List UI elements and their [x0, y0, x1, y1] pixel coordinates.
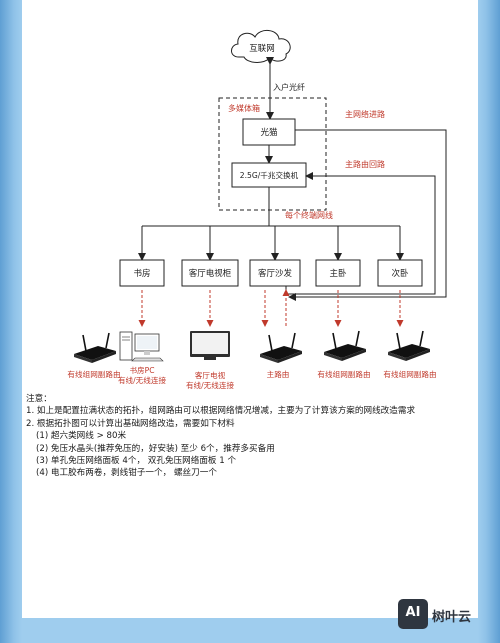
- tv-icon: [190, 331, 230, 360]
- pc-icon: [119, 331, 164, 362]
- material-item: (3) 单孔免压网络面板 4个， 双孔免压网络面板 1 个: [36, 456, 237, 467]
- device-label-router-left: 有线组网副路由: [67, 369, 120, 379]
- room-lines-label: 每个终端网线: [285, 210, 333, 220]
- network-topology-diagram: 互联网 入户光纤 多媒体箱 光猫 2.5G/千兆交换机 主网络进路 主路由回路 …: [67, 30, 447, 390]
- notes-item-1: 1. 如上是配置拉满状态的拓扑，组网路由可以根据网络情况增减，主要为了计算该方案…: [26, 406, 416, 417]
- switch-label: 2.5G/千兆交换机: [240, 170, 299, 180]
- device-label-router-second: 有线组网副路由: [383, 369, 436, 379]
- router-icon: [388, 330, 430, 361]
- room-box-tv: [181, 259, 239, 287]
- material-item: (4) 电工胶布两卷，剥线钳子一个， 螺丝刀一个: [36, 468, 217, 479]
- room-label-master: 主卧: [329, 268, 347, 279]
- device-label-main-router: 主路由: [267, 369, 290, 379]
- main-route-out-label: 主网络进路: [345, 109, 385, 119]
- room-box-study: [119, 259, 165, 287]
- fiber-in-label: 入户光纤: [273, 82, 305, 92]
- internet-label: 互联网: [249, 44, 275, 54]
- device-label-pc-1: 书房PC: [129, 365, 154, 375]
- watermark-text: 树叶云: [432, 610, 472, 625]
- device-label-pc-2: 有线/无线连接: [118, 375, 167, 385]
- modem-label: 光猫: [260, 127, 278, 138]
- notes-item-2: 2. 根据拓扑图可以计算出基础网络改造，需要如下材料: [26, 418, 235, 429]
- device-label-router-master: 有线组网副路由: [317, 369, 370, 379]
- router-icon: [260, 332, 302, 363]
- notes-title: 注意：: [26, 394, 52, 404]
- notes-section: 注意： 1. 如上是配置拉满状态的拓扑，组网路由可以根据网络情况增减，主要为了计…: [26, 393, 476, 480]
- room-label-second: 次卧: [391, 268, 409, 279]
- main-route-out-line: [288, 129, 447, 301]
- router-icon: [324, 330, 366, 361]
- device-label-tv-2: 有线/无线连接: [186, 380, 235, 390]
- room-box-master: [315, 259, 361, 287]
- room-label-tv: 客厅电视柜: [189, 268, 232, 279]
- material-item: (1) 超六类网线 > 80米: [36, 431, 127, 442]
- media-box-label: 多媒体箱: [228, 103, 260, 113]
- device-label-tv-1: 客厅电视: [195, 370, 226, 380]
- diagram-card: 互联网 入户光纤 多媒体箱 光猫 2.5G/千兆交换机 主网络进路 主路由回路 …: [22, 0, 478, 618]
- main-route-back-label: 主路由回路: [345, 159, 385, 169]
- modem-box: [242, 118, 296, 146]
- router-icon: [74, 332, 116, 363]
- media-box-frame: [218, 97, 327, 211]
- watermark-logo-icon: AI: [398, 599, 428, 629]
- room-box-sofa: [249, 259, 301, 287]
- material-item: (2) 免压水晶头(推荐免压的，好安装) 至少 6个，推荐多买备用: [36, 443, 275, 454]
- room-box-second: [377, 259, 423, 287]
- room-label-study: 书房: [133, 268, 150, 279]
- watermark: AI 树叶云: [398, 596, 498, 636]
- room-label-sofa: 客厅沙发: [258, 268, 293, 279]
